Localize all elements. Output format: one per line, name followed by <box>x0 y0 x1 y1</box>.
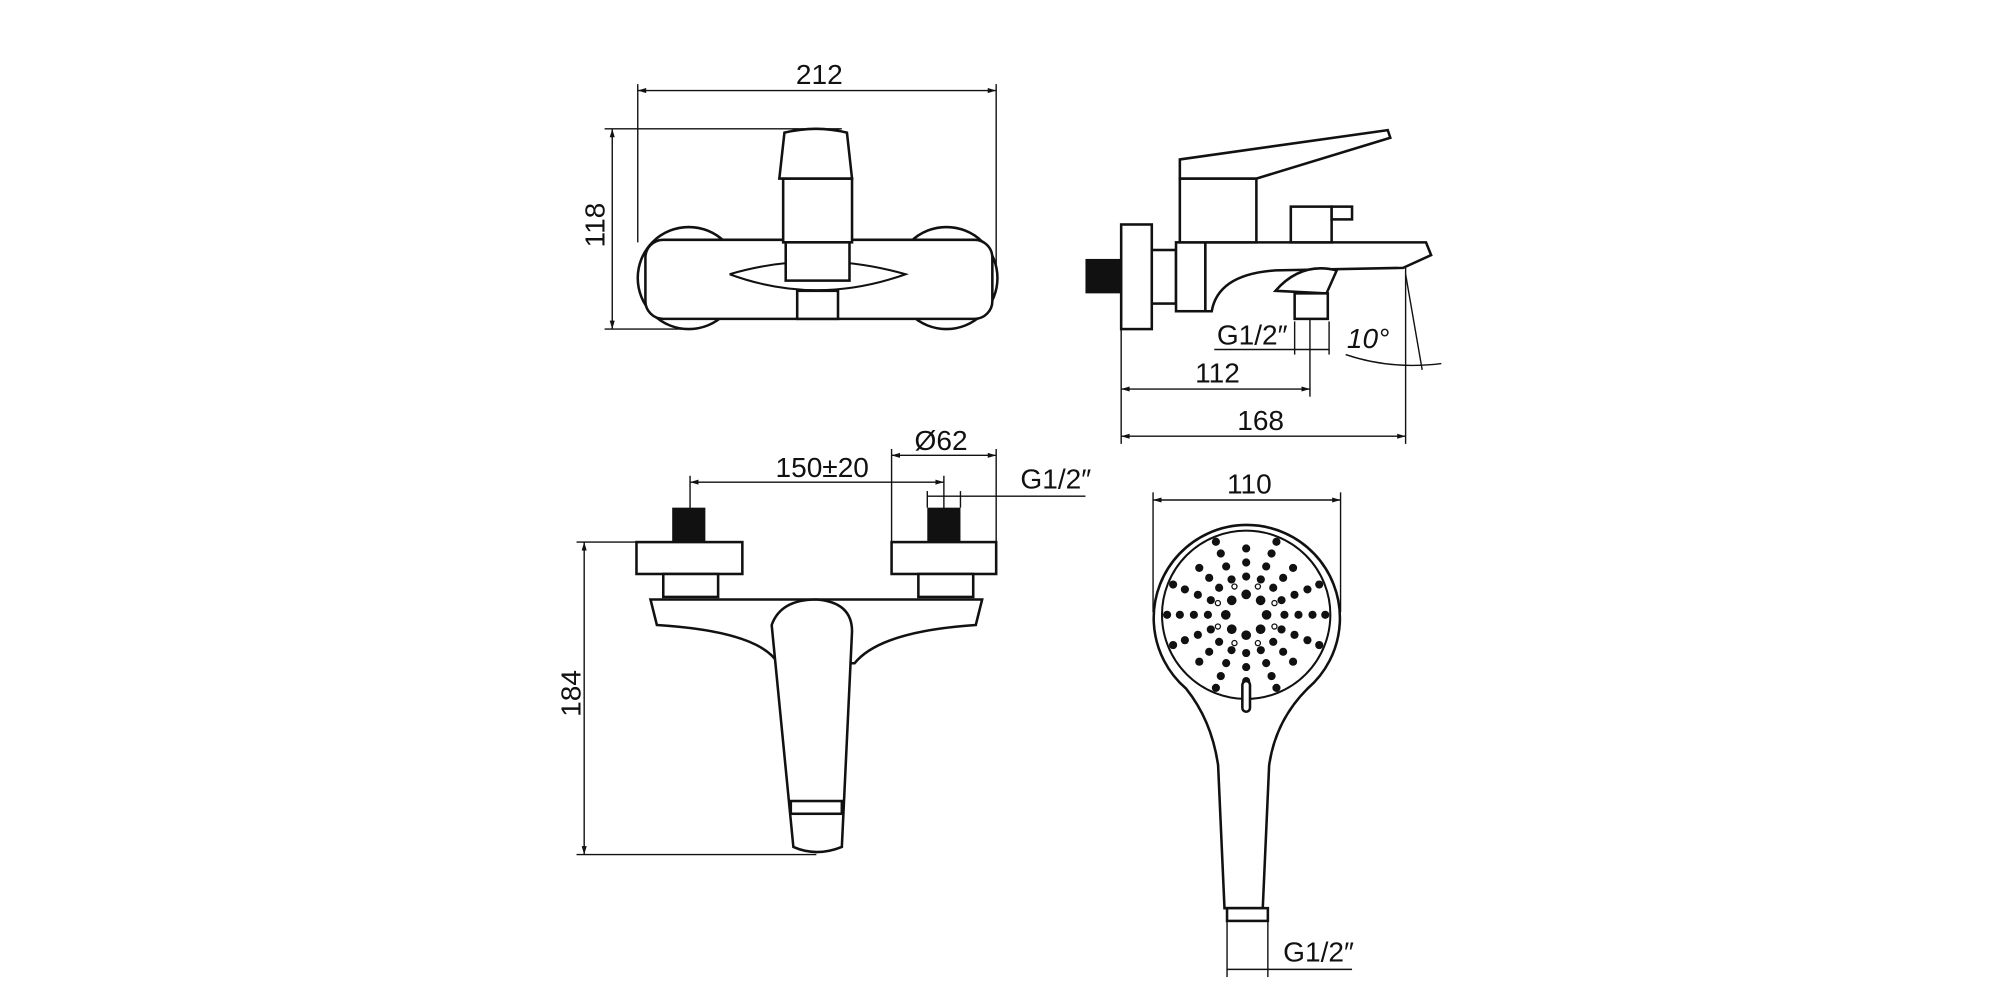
dim-angle: 10° <box>1347 323 1389 354</box>
nozzle <box>1193 590 1202 599</box>
nozzle <box>1269 637 1278 646</box>
dim-212: 212 <box>796 59 843 90</box>
nozzle <box>1206 596 1215 605</box>
nozzle <box>1255 624 1266 635</box>
nozzle <box>1242 572 1251 581</box>
nozzle <box>1256 646 1265 655</box>
nozzle <box>1222 659 1231 668</box>
nozzle <box>1193 630 1202 639</box>
nozzle <box>1261 609 1272 620</box>
nozzle <box>1288 657 1298 666</box>
nozzle <box>1262 562 1271 571</box>
dim-shower-thread: G1/2″ <box>1283 937 1354 968</box>
nozzle <box>1256 575 1265 584</box>
nozzle <box>1169 640 1178 650</box>
nozzle <box>1215 637 1224 646</box>
nozzle <box>1206 625 1215 634</box>
nozzle <box>1211 537 1220 546</box>
nozzle <box>1288 563 1298 572</box>
nozzle <box>1203 610 1212 619</box>
nozzle <box>1195 563 1204 572</box>
nozzle <box>1216 671 1225 681</box>
nozzle <box>1303 585 1312 594</box>
hand-shower: 110 G1/2″ <box>1152 469 1354 978</box>
nozzle <box>1279 573 1288 582</box>
nozzle <box>1241 630 1252 641</box>
nozzle <box>1255 595 1266 606</box>
nozzle <box>1231 639 1238 647</box>
nozzle <box>1195 657 1204 666</box>
dim-118: 118 <box>580 203 611 248</box>
nozzle <box>1211 683 1220 692</box>
nozzle <box>1163 610 1172 619</box>
nozzle <box>1271 623 1278 630</box>
nozzle <box>1242 544 1251 553</box>
nozzle <box>1290 590 1299 599</box>
nozzle <box>1227 575 1236 584</box>
nozzle <box>1267 671 1276 681</box>
nozzle <box>1254 639 1262 647</box>
dim-184: 184 <box>555 670 586 717</box>
nozzle <box>1303 636 1312 645</box>
nozzle <box>1315 640 1324 650</box>
nozzle <box>1214 599 1222 607</box>
nozzle <box>1241 589 1252 600</box>
nozzle <box>1180 636 1189 645</box>
nozzle <box>1226 595 1237 606</box>
side-view: G1/2″ 112 168 10° <box>1085 128 1442 444</box>
nozzle <box>1262 659 1271 668</box>
nozzle <box>1169 580 1178 589</box>
top-view: 150±20 Ø62 G1/2″ 184 <box>555 425 1091 856</box>
nozzle <box>1227 646 1236 655</box>
nozzle <box>1189 610 1198 619</box>
nozzle <box>1277 596 1286 605</box>
nozzle <box>1277 625 1286 634</box>
nozzle <box>1267 549 1276 558</box>
nozzle <box>1180 585 1189 594</box>
nozzle <box>1214 623 1222 630</box>
dim-168: 168 <box>1237 405 1284 436</box>
dim-flange: Ø62 <box>915 425 968 456</box>
dim-110: 110 <box>1227 469 1272 500</box>
dim-side-thread: G1/2″ <box>1217 319 1288 350</box>
dim-112: 112 <box>1195 358 1240 389</box>
nozzle <box>1321 610 1330 619</box>
nozzle <box>1272 537 1281 546</box>
nozzle <box>1222 562 1231 571</box>
nozzle <box>1315 580 1324 589</box>
nozzle <box>1215 583 1224 592</box>
nozzle <box>1279 647 1288 656</box>
nozzle <box>1226 624 1237 635</box>
front-view: 212 118 <box>580 59 999 331</box>
nozzle <box>1242 558 1251 567</box>
nozzle <box>1205 647 1214 656</box>
nozzle <box>1231 583 1238 590</box>
nozzle <box>1272 683 1281 692</box>
nozzle <box>1271 599 1278 607</box>
nozzle <box>1280 610 1289 619</box>
nozzle <box>1242 663 1251 672</box>
nozzle <box>1290 630 1299 639</box>
nozzle <box>1294 610 1303 619</box>
nozzle <box>1308 610 1317 619</box>
nozzle <box>1220 609 1231 620</box>
nozzle <box>1269 583 1278 592</box>
nozzle <box>1175 610 1184 619</box>
nozzle <box>1254 583 1262 590</box>
dim-top-thread: G1/2″ <box>1020 464 1091 495</box>
dim-spacing: 150±20 <box>776 452 869 483</box>
nozzle <box>1205 573 1214 582</box>
nozzle <box>1216 549 1225 558</box>
nozzle <box>1242 648 1251 658</box>
